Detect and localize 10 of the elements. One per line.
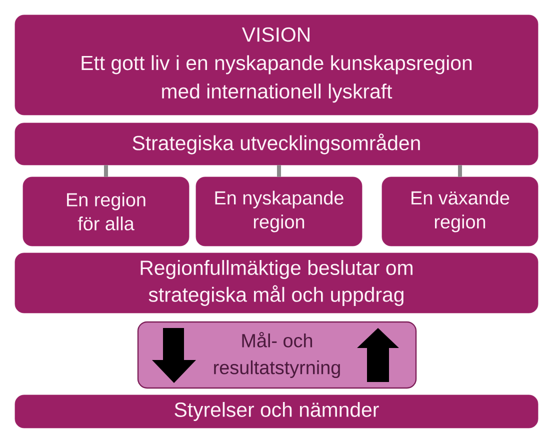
connector-line <box>277 165 281 177</box>
process-box: Styrelser och nämnder <box>14 394 538 428</box>
area-box: En växande region <box>382 176 538 246</box>
vision-box: VISION Ett gott liv i en nyskapande kunskapsregion med internationell lyskraft <box>14 14 538 116</box>
area-box: En region för alla <box>22 176 190 246</box>
area-box: En nyskapande region <box>196 176 362 246</box>
heading-box: Strategiska utvecklingsområden <box>14 122 538 166</box>
process-box: Regionfullmäktige beslutar om strategiska mål och uppdrag <box>14 252 538 314</box>
connector-line <box>458 165 462 177</box>
connector-line <box>104 165 108 177</box>
